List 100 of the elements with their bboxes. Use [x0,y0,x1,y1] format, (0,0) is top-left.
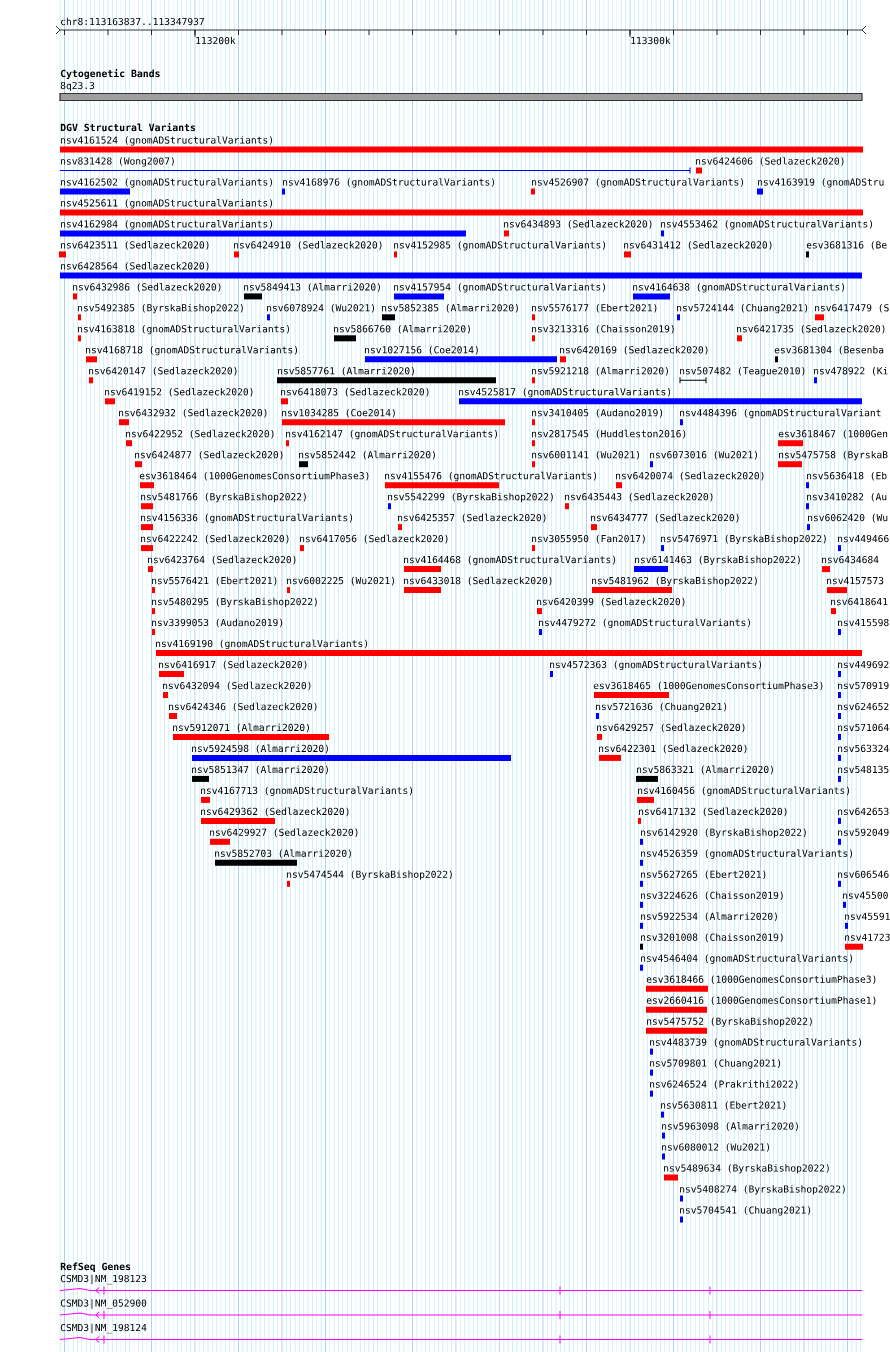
track-heading: Cytogenetic Bands [60,69,160,80]
coordinate-label: chr8:113163837..113347937 [61,17,204,26]
variant-label: nsv4526907 (gnomADStructuralVariants) [532,178,744,188]
variant-label: nsv6424877 (Sedlazeck2020) [135,450,283,460]
variant-label: nsv6434777 (Sedlazeck2020) [591,513,739,523]
variant-label: nsv5922534 (Almarri2020) [641,912,777,922]
variant-label: nsv5852703 (Almarri2020) [215,849,351,859]
variant-label: nsv6423764 (Sedlazeck2020) [148,555,296,565]
variant-label: nsv831428 (Wong2007) [61,157,174,167]
variant-label: nsv6435443 (Sedlazeck2020) [565,492,713,502]
variant-label: nsv4152985 (gnomADStructuralVariants) [394,241,606,251]
variant-label: nsv5852385 (Almarri2020) [382,303,518,313]
variant-label: nsv5627265 (Ebert2021) [641,870,766,880]
variant-label: nsv6422242 (Sedlazeck2020) [141,534,289,544]
variant-label: nsv3410282 (Au [807,492,887,502]
variant-label: nsv624652 [838,702,889,711]
variant-label: nsv6419152 (Sedlazeck2020) [105,387,253,397]
variant-label: nsv3055950 (Fan2017) [532,534,645,544]
variant-label: nsv5963098 (Almarri2020) [662,1122,798,1131]
variant-label: nsv5489634 (ByrskaBishop2022) [664,1164,829,1174]
variant-label: nsv6425357 (Sedlazeck2020) [398,513,546,523]
track-heading: DGV Structural Variants [60,123,196,132]
variant-label: nsv571064 [838,723,889,732]
variant-label: nsv6432094 (Sedlazeck2020) [163,681,311,691]
variant-label: nsv5576177 (Ebert2021) [532,304,657,313]
variant-label: nsv6418073 (Sedlazeck2020) [281,387,429,397]
variant-label: nsv4155476 (gnomADStructuralVariants) [385,471,597,482]
variant-label: nsv415598 [838,618,889,627]
variant-label: nsv6424910 (Sedlazeck2020) [234,241,382,250]
variant-label: nsv4163818 (gnomADStructuralVariants) [78,324,290,335]
variant-label: nsv5704541 (Chuang2021) [680,1206,811,1216]
gene-label: CSMD3|NM_052900 [60,1299,147,1309]
variant-label: nsv6424606 (Sedlazeck2020) [696,157,844,166]
variant-label: nsv5851347 (Almarri2020) [192,765,328,775]
variant-label: nsv1034285 (Coe2014) [282,408,395,418]
variant-label: nsv5476971 (ByrskaBishop2022) [661,534,826,545]
variant-label: nsv6078924 (Wu2021) [267,304,374,313]
variant-label: nsv6420074 (Sedlazeck2020) [616,471,764,481]
variant-label: nsv6433018 (Sedlazeck2020) [404,576,552,586]
variant-label: nsv4162147 (gnomADStructuralVariants) [286,429,498,440]
variant-label: nsv5474544 (ByrskaBishop2022) [287,870,452,880]
variant-label: nsv5475758 (ByrskaB [779,450,888,461]
variant-label: nsv4164468 (gnomADStructuralVariants) [404,555,616,566]
variant-label: nsv4156336 (gnomADStructuralVariants) [141,513,353,524]
variant-label: nsv5576421 (Ebert2021) [152,576,277,586]
variant-label: nsv5724144 (Chuang2021) [677,304,808,314]
variant-label: nsv6062420 (Wu [808,513,888,523]
variant-label: nsv5475752 (ByrskaBishop2022) [647,1017,812,1027]
variant-label: nsv6429257 (Sedlazeck2020) [597,723,745,733]
variant-label: nsv4163919 (gnomADStru [758,178,884,188]
variant-label: nsv6422952 (Sedlazeck2020) [126,429,274,439]
variant-label: nsv4525611 (gnomADStructuralVariants) [61,199,273,209]
variant-label: nsv5492385 (ByrskaBishop2022) [78,304,243,314]
variant-label: esv3618467 (1000Gen [778,429,888,439]
variant-label: nsv548135 [838,765,889,774]
variant-label: nsv5863321 (Almarri2020) [637,765,773,775]
variant-label: nsv592049 [838,828,889,836]
band-label: 8q23.3 [60,81,95,91]
variant-label: nsv6416917 (Sedlazeck2020) [159,660,307,670]
variant-label: nsv6424346 (Sedlazeck2020) [169,702,317,712]
scale-label: 113200k [196,36,236,45]
variant-label: esv3618464 (1000GenomesConsortiumPhase3) [139,471,369,481]
variant-label: nsv4162502 (gnomADStructuralVariants) [61,178,273,188]
variant-label: nsv4168718 (gnomADStructuralVariants) [86,345,298,356]
variant-label: nsv6421735 (Sedlazeck2020) [737,324,885,334]
variant-label: nsv5542299 (ByrskaBishop2022) [388,492,553,503]
variant-label: nsv4157954 (gnomADStructuralVariants) [394,283,606,293]
variant-label: nsv6420169 (Sedlazeck2020) [560,345,708,355]
variant-label: nsv4168976 (gnomADStructuralVariants) [283,178,495,188]
variant-label: nsv6073016 (Wu2021) [650,450,757,460]
variant-label: nsv449466 [838,535,889,543]
variant-label: nsv4160456 (gnomADStructuralVariants) [638,786,850,796]
variant-label: nsv5630811 (Ebert2021) [661,1101,786,1110]
variant-label: nsv4164638 (gnomADStructuralVariants) [633,283,845,293]
variant-label: nsv6432986 (Sedlazeck2020) [73,283,221,292]
variant-label: nsv6001141 (Wu2021) [532,450,639,460]
variant-label: nsv4162984 (gnomADStructuralVariants) [61,220,273,230]
variant-label: nsv4546404 (gnomADStructuralVariants) [641,954,853,964]
variant-label: nsv570919 [838,681,889,690]
variant-label: esv3618465 (1000GenomesConsortiumPhase3) [593,681,823,691]
variant-label: nsv6422301 (Sedlazeck2020) [599,744,747,754]
variant-label: nsv606546 [838,870,889,878]
variant-label: nsv5636418 (Eb [807,471,887,481]
variant-label: nsv5849413 (Almarri2020) [244,283,380,292]
variant-label: nsv6418641 [831,598,888,606]
variant-label: nsv6432932 (Sedlazeck2020) [119,408,267,418]
variant-label: nsv4484396 (gnomADStructuralVariant [680,408,881,419]
variant-label: nsv563324 [838,744,889,753]
variant-label: nsv6434684 [822,556,879,564]
variant-label: nsv449692 [838,660,889,669]
variant-label: esv3618466 (1000GenomesConsortiumPhase3) [646,975,876,984]
variant-label: nsv6417479 (S [815,304,889,313]
variant-label: nsv6002225 (Wu2021) [287,576,394,586]
variant-label: nsv4526359 (gnomADStructuralVariants) [641,849,853,859]
variant-label: nsv4483739 (gnomADStructuralVariants) [650,1038,862,1048]
variant-label: nsv507482 (Teague2010) [680,367,805,377]
variant-label: nsv6417056 (Sedlazeck2020) [300,534,448,544]
variant-label: nsv4161524 (gnomADStructuralVariants) [61,136,273,146]
variant-label: nsv5921218 (Almarri2020) [532,366,668,376]
variant-label: nsv6417132 (Sedlazeck2020) [639,807,787,817]
